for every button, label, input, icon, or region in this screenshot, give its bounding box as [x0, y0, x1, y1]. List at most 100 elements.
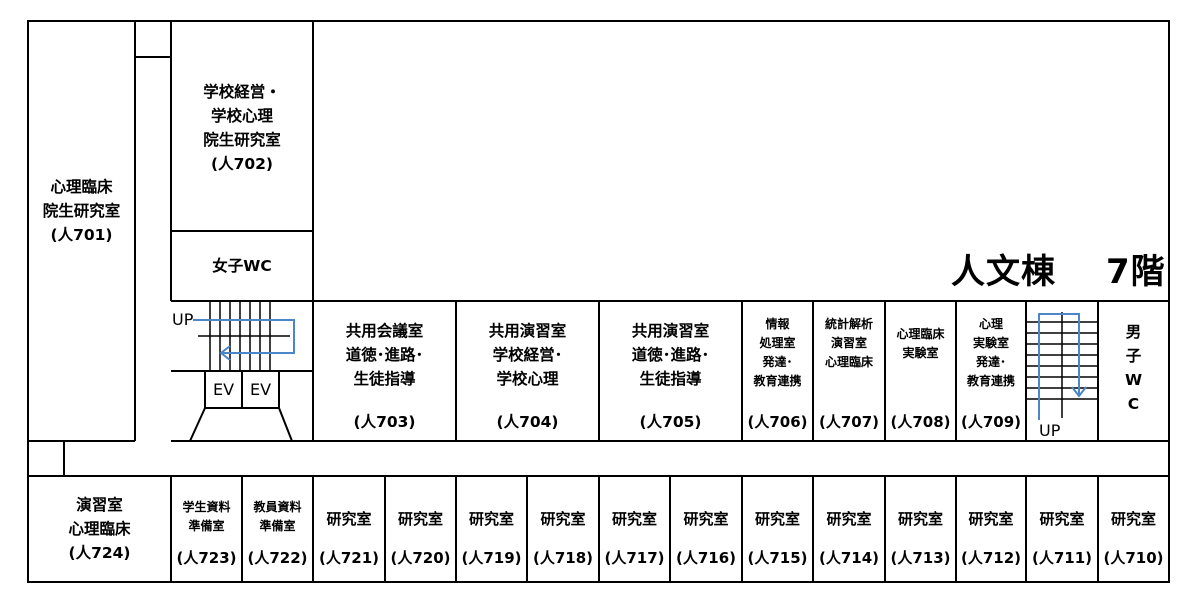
room-name-line: 教員資料	[253, 500, 302, 514]
room-709: 心理 実験室 発達･ 教育連携 (人709)	[956, 301, 1026, 441]
room-code: (人711)	[1031, 549, 1093, 567]
room-code: (人701)	[50, 226, 113, 244]
room-710: 研究室 (人710)	[1098, 476, 1169, 582]
room-name: 共用演習室 学校経営･ 学校心理	[456, 319, 599, 391]
room-name-line: 共用演習室	[488, 322, 567, 340]
left-stair-arrow	[193, 319, 295, 361]
room-name-line: 処理室	[759, 336, 796, 350]
room-name: 研究室	[826, 510, 872, 528]
room-name: 研究室	[754, 510, 800, 528]
building-title: 人文棟	[951, 252, 1056, 292]
room-code: (人703)	[353, 413, 416, 431]
room-name: 心理臨床 実験室	[885, 325, 956, 363]
floor-title: 7階	[1106, 252, 1166, 292]
room-name-line: 心理	[978, 317, 1003, 331]
room-name-line: 準備室	[259, 519, 296, 533]
room-name-line: 演習室	[830, 336, 867, 350]
room-name-line: 子	[1125, 347, 1142, 365]
room-704: 共用演習室 学校経営･ 学校心理 (人704)	[456, 301, 599, 441]
room-708: 心理臨床 実験室 (人708)	[885, 301, 956, 441]
room-name-line: 共用会議室	[345, 322, 424, 340]
room-name-line: 学校心理	[210, 107, 273, 125]
left-stair-up-label: UP	[172, 310, 194, 329]
room-name: 研究室	[897, 510, 943, 528]
room-name: 学生資料 準備室	[171, 498, 242, 536]
room-code: (人713)	[890, 549, 951, 567]
room-name-line: 生徒指導	[639, 370, 702, 388]
room-code: (人717)	[604, 549, 665, 567]
room-name-line: 学校経営・	[203, 83, 281, 101]
room-name-line: 実験室	[902, 346, 939, 360]
room-name-line: 院生研究室	[42, 202, 121, 220]
room-716: 研究室 (人716)	[670, 476, 742, 582]
room-code: (人720)	[390, 549, 451, 567]
room-name: 情報 処理室 発達･ 教育連携	[742, 315, 813, 391]
room-705: 共用演習室 道徳･進路･ 生徒指導 (人705)	[599, 301, 742, 441]
left-stair-treads	[198, 301, 290, 371]
room-name: 研究室	[326, 510, 372, 528]
room-name: 研究室	[1039, 510, 1085, 528]
room-name: 研究室	[468, 510, 514, 528]
room-name-line: 道徳･進路･	[631, 346, 710, 364]
room-code: (人702)	[210, 155, 274, 173]
room-code: (人706)	[747, 413, 808, 431]
room-719: 研究室 (人719)	[456, 476, 527, 582]
room-code: (人707)	[818, 413, 880, 431]
right-stair-treads	[1026, 312, 1098, 418]
room-715: 研究室 (人715)	[742, 476, 813, 582]
room-711: 研究室 (人711)	[1026, 476, 1098, 582]
room-name-line: 学生資料	[182, 500, 231, 514]
room-name-line: 学校経営･	[492, 346, 563, 364]
mens-restroom: 男 子 W C	[1098, 320, 1169, 416]
room-724: 演習室 心理臨床 (人724)	[28, 476, 171, 582]
room-name-line: 学校心理	[496, 370, 559, 388]
room-name-line: 院生研究室	[203, 131, 281, 149]
room-name: 共用会議室 道徳･進路･ 生徒指導	[313, 319, 456, 391]
room-name-line: 教育連携	[966, 374, 1015, 388]
right-stair-arrow	[1038, 313, 1087, 420]
room-name-line: 教育連携	[753, 374, 802, 388]
room-code: (人719)	[461, 549, 522, 567]
room-code: (人708)	[890, 413, 951, 431]
room-code: (人705)	[639, 413, 702, 431]
room-714: 研究室 (人714)	[813, 476, 885, 582]
room-name-line: 情報	[765, 317, 790, 331]
room-name-line: 道徳･進路･	[345, 346, 424, 364]
elevator-label: EV	[249, 380, 272, 399]
room-code: (人712)	[960, 549, 1022, 567]
room-name-line: 心理臨床	[68, 520, 131, 538]
room-name: 研究室	[968, 510, 1014, 528]
room-712: 研究室 (人712)	[956, 476, 1026, 582]
room-name: 研究室	[611, 510, 657, 528]
room-code: (人724)	[68, 544, 131, 562]
room-713: 研究室 (人713)	[885, 476, 956, 582]
room-name-line: 準備室	[188, 519, 225, 533]
room-name-line: C	[1127, 395, 1140, 413]
room-name: 心理 実験室 発達･ 教育連携	[956, 315, 1026, 391]
room-706: 情報 処理室 発達･ 教育連携 (人706)	[742, 301, 813, 441]
room-702: 学校経営・ 学校心理 院生研究室 (人702)	[171, 80, 313, 176]
room-name-line: 生徒指導	[353, 370, 416, 388]
room-name: 研究室	[540, 510, 586, 528]
room-name-line: 心理臨床	[824, 355, 873, 369]
room-code: (人715)	[747, 549, 808, 567]
room-name: 統計解析 演習室 心理臨床	[813, 315, 885, 372]
room-701: 心理臨床 院生研究室 (人701)	[28, 175, 135, 247]
room-723: 学生資料 準備室 (人723)	[171, 476, 242, 582]
room-717: 研究室 (人717)	[599, 476, 670, 582]
room-name-line: 発達･	[762, 355, 793, 369]
right-stair-up-label: UP	[1039, 421, 1061, 440]
room-name: 研究室	[397, 510, 443, 528]
room-name-line: 心理臨床	[50, 178, 113, 196]
room-name-line: 共用演習室	[631, 322, 710, 340]
room-code: (人716)	[675, 549, 737, 567]
room-name-line: 統計解析	[824, 317, 873, 331]
room-name: 共用演習室 道徳･進路･ 生徒指導	[599, 319, 742, 391]
room-name-line: 実験室	[972, 336, 1009, 350]
room-code: (人709)	[960, 413, 1022, 431]
room-code: (人721)	[318, 549, 380, 567]
womens-restroom: 女子WC	[171, 231, 313, 301]
room-name-line: 演習室	[76, 496, 123, 514]
room-name-line: 男	[1125, 323, 1142, 341]
